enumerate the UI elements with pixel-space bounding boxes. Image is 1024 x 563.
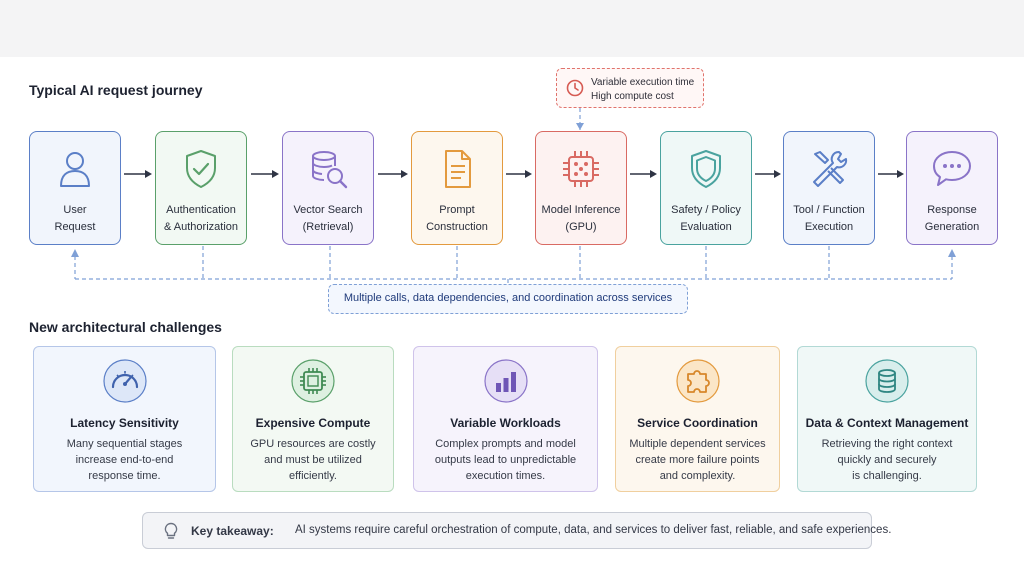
card-line: Retrieving the right context xyxy=(821,438,953,450)
card-line: and complexity. xyxy=(659,470,736,482)
card-line: increase end-to-end xyxy=(75,454,174,466)
card-title: Latency Sensitivity xyxy=(70,416,179,430)
card-data-context-management: Data & Context Management Retrieving the… xyxy=(797,346,977,492)
callout-line-1: Variable execution time xyxy=(591,77,695,88)
card-line: efficiently. xyxy=(289,470,337,482)
flow-arrow xyxy=(506,170,532,178)
chip-icon xyxy=(291,359,335,403)
shield-check-icon xyxy=(186,150,216,188)
flow-arrow xyxy=(878,170,904,178)
step-label-line2: (Retrieval) xyxy=(302,221,354,233)
step-label-line1: Model Inference xyxy=(541,204,621,216)
card-expensive-compute: Expensive Compute GPU resources are cost… xyxy=(232,346,394,492)
step-label-line2: (GPU) xyxy=(565,221,597,233)
card-description: Complex prompts and model outputs lead to… xyxy=(422,436,589,484)
callout-line-2: High compute cost xyxy=(591,91,674,102)
flow-arrow xyxy=(755,170,781,178)
inference-callout: Variable execution time High compute cos… xyxy=(556,68,704,108)
challenges-title: New architectural challenges xyxy=(29,319,222,335)
card-description: Multiple dependent services create more f… xyxy=(624,436,771,484)
step-label-line2: Request xyxy=(54,221,96,233)
shield-icon xyxy=(691,150,721,188)
takeaway-label: Key takeaway: xyxy=(191,524,274,538)
step-label-line1: Safety / Policy xyxy=(671,204,741,216)
chat-bubble-icon xyxy=(933,151,971,186)
step-label-line1: User xyxy=(63,204,87,216)
step-label-line1: Prompt xyxy=(439,204,475,216)
clock-icon xyxy=(566,79,584,97)
database-search-icon xyxy=(312,151,348,189)
card-title: Service Coordination xyxy=(637,416,758,430)
coordination-note: Multiple calls, data dependencies, and c… xyxy=(328,284,688,314)
journey-title: Typical AI request journey xyxy=(29,82,203,98)
user-icon xyxy=(60,152,90,187)
step-label-line1: Response xyxy=(927,204,977,216)
step-label-line1: Authentication xyxy=(166,204,236,216)
gauge-icon xyxy=(102,359,147,403)
card-line: outputs lead to unpredictable xyxy=(434,454,577,466)
step-authentication: Authentication & Authorization xyxy=(155,131,247,245)
card-line: execution times. xyxy=(465,470,546,482)
card-line: create more failure points xyxy=(635,454,760,466)
document-icon xyxy=(445,150,471,188)
card-line: and must be utilized xyxy=(264,454,362,466)
flow-arrow xyxy=(630,170,657,178)
key-takeaway-banner: Key takeaway: AI systems require careful… xyxy=(142,512,891,549)
lightbulb-icon xyxy=(164,522,178,539)
card-title: Expensive Compute xyxy=(255,416,371,430)
card-line: Complex prompts and model xyxy=(435,438,576,450)
card-variable-workloads: Variable Workloads Complex prompts and m… xyxy=(413,346,598,492)
card-description: Retrieving the right context quickly and … xyxy=(806,436,968,484)
card-line: is challenging. xyxy=(852,470,922,482)
card-line: GPU resources are costly xyxy=(250,438,376,450)
card-line: Many sequential stages xyxy=(66,438,183,450)
tools-icon xyxy=(813,151,848,187)
card-latency-sensitivity: Latency Sensitivity Many sequential stag… xyxy=(33,346,216,492)
takeaway-text: AI systems require careful orchestration… xyxy=(295,524,892,536)
card-title: Variable Workloads xyxy=(450,416,561,430)
card-title: Data & Context Management xyxy=(805,416,969,430)
card-line: response time. xyxy=(88,470,161,482)
step-label-line2: Construction xyxy=(426,221,488,233)
gpu-chip-icon xyxy=(563,151,599,187)
puzzle-icon xyxy=(675,359,720,403)
card-service-coordination: Service Coordination Multiple dependent … xyxy=(615,346,780,492)
step-label-line2: Generation xyxy=(924,221,980,233)
step-label-line1: Tool / Function xyxy=(793,204,865,216)
card-line: Multiple dependent services xyxy=(629,438,766,450)
step-label-line2: Execution xyxy=(804,221,854,233)
card-line: quickly and securely xyxy=(837,454,937,466)
database-icon xyxy=(865,359,909,403)
flow-arrow xyxy=(251,170,279,178)
top-bar xyxy=(0,0,1024,57)
card-description: Many sequential stages increase end-to-en… xyxy=(42,436,207,484)
step-vector-search: Vector Search (Retrieval) xyxy=(282,131,374,245)
flow-arrow xyxy=(124,170,152,178)
step-label-line1: Vector Search xyxy=(293,204,363,216)
step-label-line2: & Authorization xyxy=(164,221,238,233)
step-label-line2: Evaluation xyxy=(680,221,732,233)
card-description: GPU resources are costly and must be util… xyxy=(241,436,385,484)
flow-arrow xyxy=(378,170,408,178)
step-model-inference: Model Inference (GPU) xyxy=(535,131,627,245)
bar-chart-icon xyxy=(483,359,528,403)
